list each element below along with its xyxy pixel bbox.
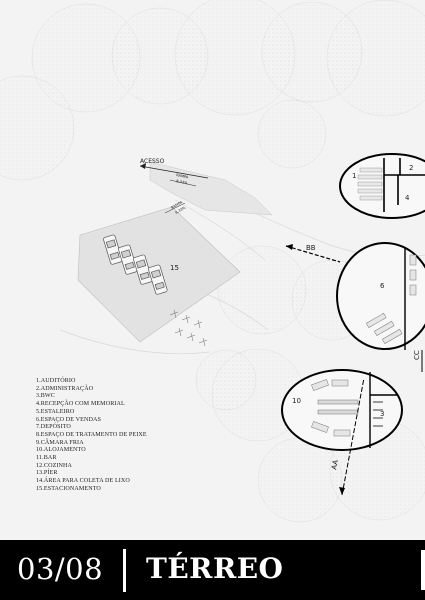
section-cc-label: CC [413,350,421,360]
sales-stalls [365,254,417,344]
access-label: ACESSO [140,158,165,165]
room-number-2: 2 [409,164,413,172]
title-divider [123,549,126,592]
building-sales-space: 6 [336,242,425,350]
auditorium-seating [357,167,383,201]
ramp-label: RAMPA [171,200,184,210]
bwc-stalls [373,401,383,427]
section-aa-label: AA [330,459,340,470]
building-lodging: 10 3 [281,369,403,451]
bunk-rows [317,399,359,415]
legend-item: 8.ESPAÇO DE TRATAMENTO DE PEIXE [36,431,147,438]
sheet-number: 03/08 [17,552,104,586]
legend-item: 6.ESPAÇO DE VENDAS [36,416,101,423]
room-number-6: 6 [380,282,385,290]
tree-canopies [0,0,425,523]
beds [311,379,351,437]
section-line-bb: BB [285,244,341,263]
legend-item: 4.RECEPÇÃO COM MEMORIAL [36,401,125,408]
legend-item: 9.CÂMARA FRIA [36,439,84,446]
room-number-3: 3 [380,410,384,418]
access-road [149,161,273,216]
legend-item: 2.ADMINISTRAÇÃO [36,385,94,392]
legend-item: 14.ÁREA PARA COLETA DE LIXO [36,478,130,485]
room-number-15: 15 [170,264,179,272]
legend-item: 15.ESTACIONAMENTO [36,485,101,492]
room-number-4: 4 [405,194,410,202]
parking-stall-marks [169,309,208,347]
parked-cars [103,234,168,295]
legend-item: 10.ALOJAMENTO [36,447,86,454]
site-floor-plan: ACESSO RAMPA 8,33% RAMPA 8,33% 1 2 [0,0,425,523]
section-bb-label: BB [306,244,316,252]
ramp-label: RAMPA [176,173,189,180]
access-marker: ACESSO [139,158,209,179]
legend-item: 11.BAR [36,455,57,462]
room-number-10: 10 [292,397,301,405]
section-line-aa: AA [330,377,365,496]
legend-item: 3.BWC [36,393,55,400]
legend-item: 13.PÍER [36,470,58,477]
ramp-slope: 8,33% [176,179,189,185]
ramp-slope: 8,33% [175,205,187,214]
legend-item: 7.DEPÓSITO [36,424,71,431]
parking-area [77,206,241,347]
legend-item: 12.COZINHA [36,462,73,469]
sheet-title-bar: 03/08 TÉRREO [0,540,425,600]
building-auditorium-reception: 1 2 4 [339,153,425,219]
ramp-marker-upper: RAMPA 8,33% [169,173,197,187]
legend-item: 5.ESTALEIRO [36,408,75,415]
room-number-1: 1 [352,172,356,180]
section-line-cc: CC [413,350,423,372]
edge-mark [421,550,425,590]
legend-item: 1.AUDITÓRIO [36,378,76,384]
sheet-title: TÉRREO [146,552,284,585]
room-legend: 1.AUDITÓRIO 2.ADMINISTRAÇÃO 3.BWC 4.RECE… [36,378,236,494]
ramp-marker-lower: RAMPA 8,33% [164,200,187,215]
